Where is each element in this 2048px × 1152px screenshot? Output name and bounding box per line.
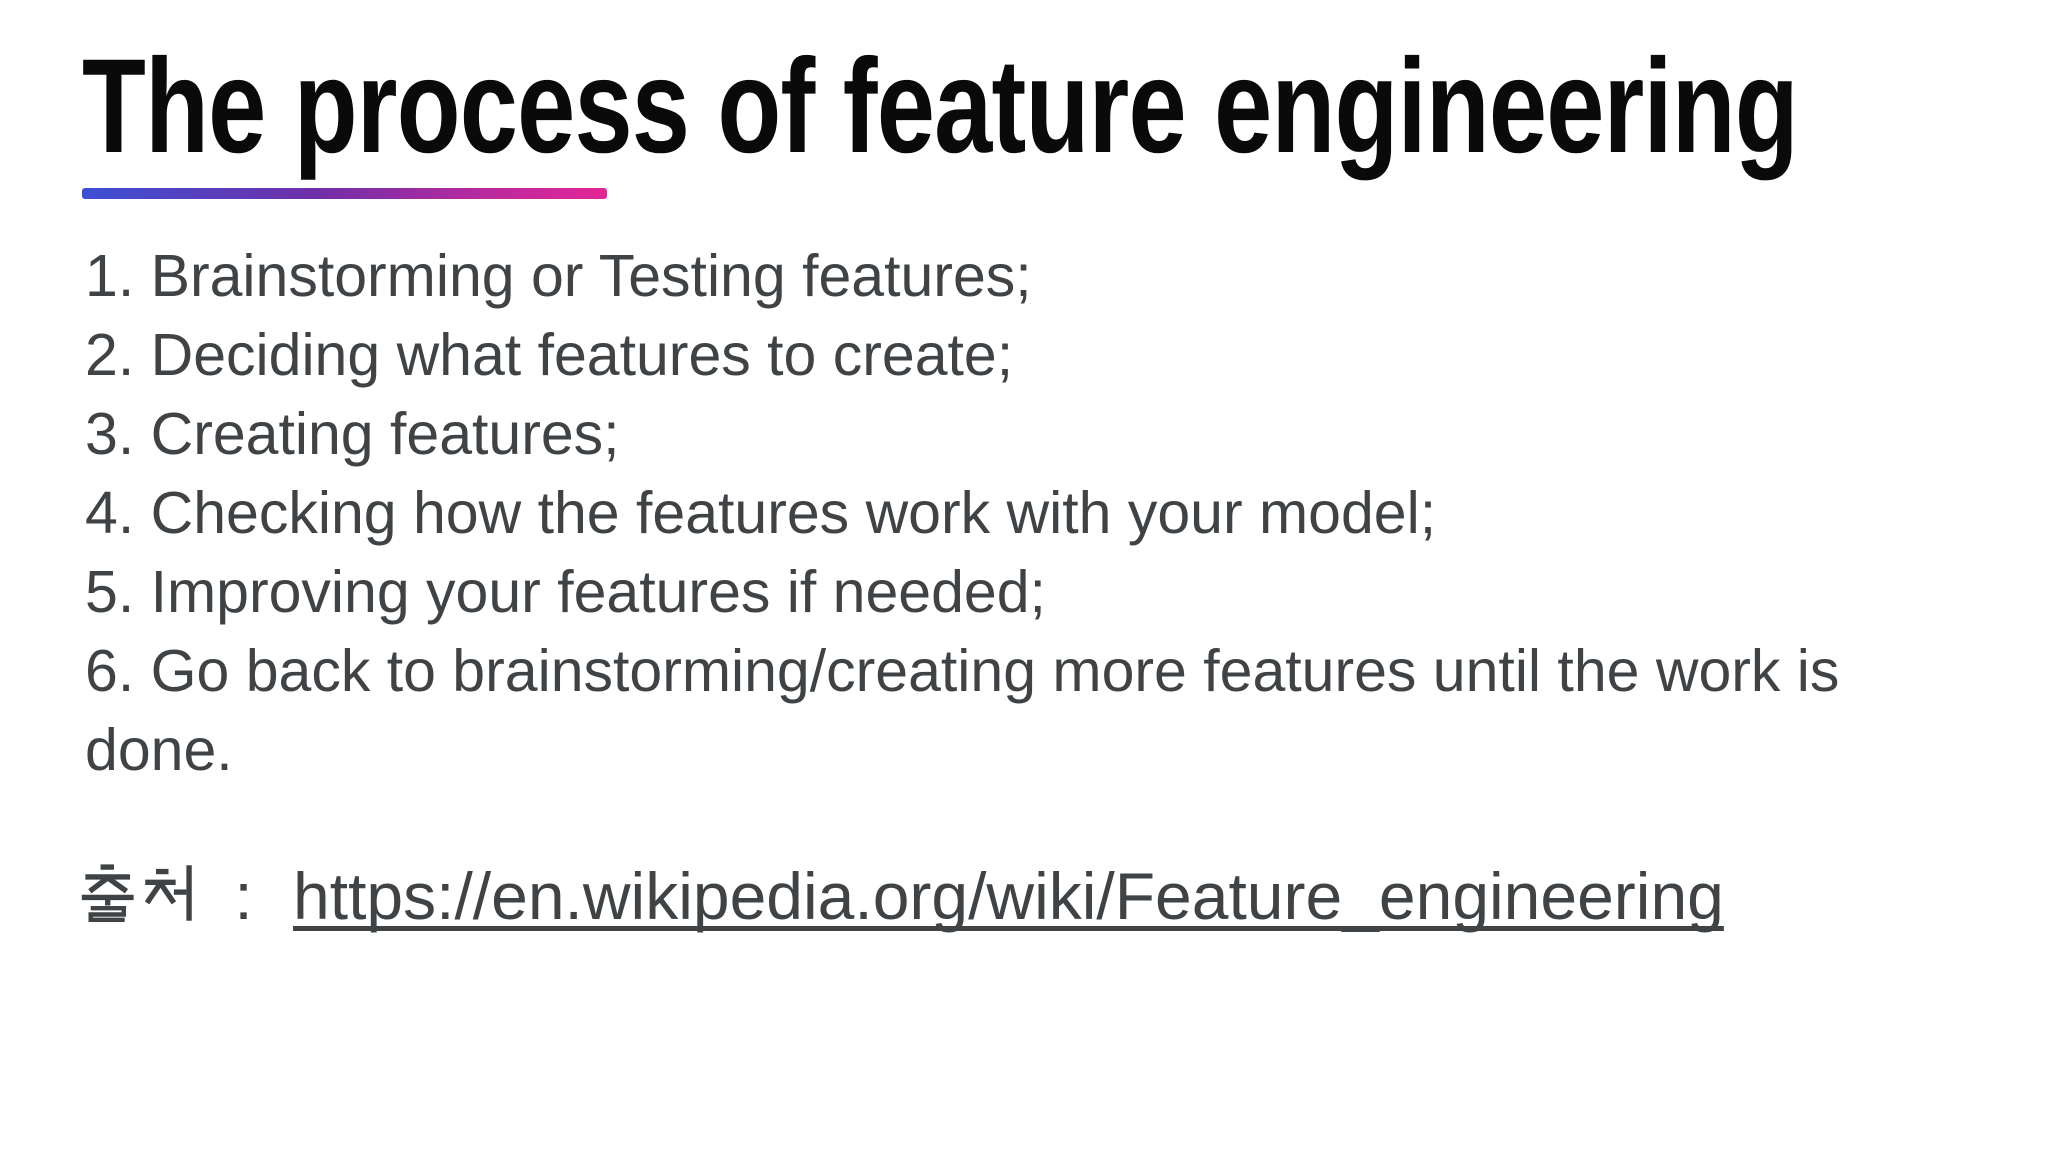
step-item-5: 5. Improving your features if needed;	[85, 559, 1046, 625]
step-item-4: 4. Checking how the features work with y…	[85, 480, 1437, 546]
source-label-hangul-glyphs	[81, 864, 192, 923]
source-label-colon: :	[234, 859, 253, 933]
slide-title: The process of feature engineering	[82, 32, 1799, 181]
step-item-6: 6. Go back to brainstorming/creating mor…	[85, 638, 1840, 783]
step-item-1: 1. Brainstorming or Testing features;	[85, 243, 1032, 309]
source-label: 출처	[216, 856, 217, 857]
step-item-2: 2. Deciding what features to create;	[85, 322, 1014, 388]
source-line: 출처 : https://en.wikipedia.org/wiki/Featu…	[80, 856, 1724, 936]
source-url-link[interactable]: https://en.wikipedia.org/wiki/Feature_en…	[293, 859, 1724, 933]
process-steps-list: 1. Brainstorming or Testing features; 2.…	[85, 237, 1955, 790]
step-item-3: 3. Creating features;	[85, 401, 620, 467]
title-accent-underline	[82, 188, 607, 199]
